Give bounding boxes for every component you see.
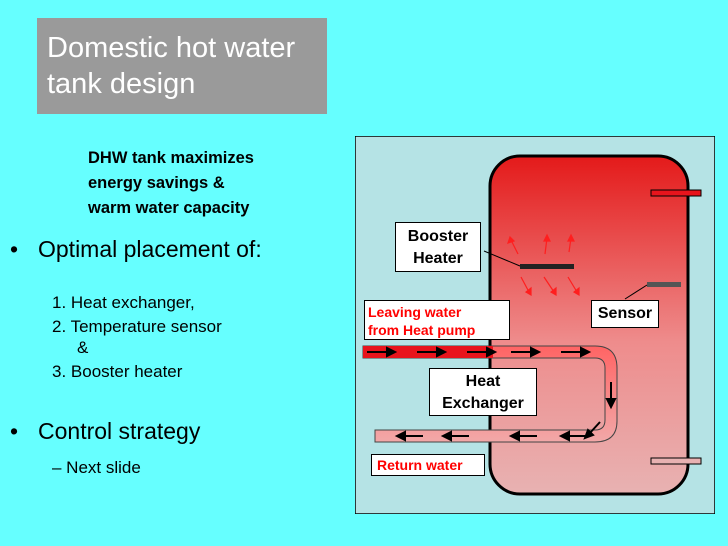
label-line: Exchanger xyxy=(442,395,524,412)
label-line: Booster xyxy=(407,228,469,245)
list-item: & xyxy=(77,338,89,357)
inlet-pipe xyxy=(650,457,702,465)
sensor-bar xyxy=(647,282,681,287)
return-water-label: Return water xyxy=(371,454,485,476)
booster-leader-line xyxy=(483,250,521,267)
slide-subtitle: DHW tank maximizes energy savings & warm… xyxy=(88,149,254,217)
booster-heater-bar xyxy=(520,264,574,269)
slide-title: Domestic hot water tank design xyxy=(37,18,327,114)
label-line: Heater xyxy=(413,250,463,267)
booster-heater-label: Booster Heater xyxy=(395,222,481,272)
outlet-pipe xyxy=(650,189,702,197)
bullet-text: Optimal placement of: xyxy=(38,236,262,262)
sensor-leader-line xyxy=(624,284,648,300)
label-line: from Heat pump xyxy=(368,322,476,338)
list-item: – Next slide xyxy=(52,458,141,477)
tank-diagram: Booster Heater Leaving water from Heat p… xyxy=(354,135,716,515)
heat-arrows xyxy=(507,233,580,297)
coil-arrows xyxy=(367,346,617,442)
leaving-water-label: Leaving water from Heat pump xyxy=(364,300,510,340)
bullet-dot-icon: • xyxy=(10,418,19,444)
list-item: 2. Temperature sensor xyxy=(52,317,222,336)
label-line: Leaving water xyxy=(368,304,462,320)
bullet-dot-icon: • xyxy=(10,236,19,262)
list-item: 3. Booster heater xyxy=(52,362,183,381)
heat-exchanger-label: Heat Exchanger xyxy=(429,368,537,416)
label-line: Heat xyxy=(465,373,501,390)
sensor-label: Sensor xyxy=(591,300,659,328)
list-item: 1. Heat exchanger, xyxy=(52,293,195,312)
bullet-text: Control strategy xyxy=(38,418,201,444)
